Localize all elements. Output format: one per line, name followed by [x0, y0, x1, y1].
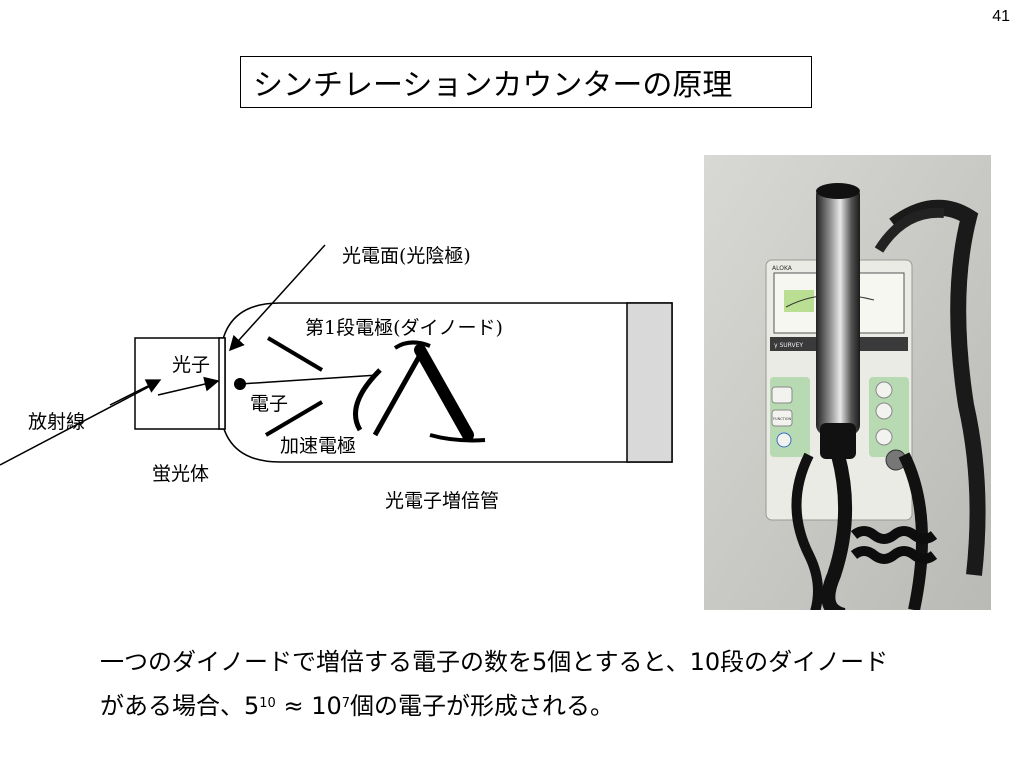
caption: 一つのダイノードで増倍する電子の数を5個とすると、10段のダイノード がある場合…: [100, 640, 980, 728]
radiation-line: [0, 381, 159, 466]
page-number: 41: [992, 8, 1010, 25]
survey-meter-photo: ALOKA γ SURVEY FUNCTION: [704, 155, 991, 622]
photon-label: 光子: [172, 354, 210, 376]
meter-model: γ SURVEY: [774, 342, 803, 349]
dynode-1: [353, 368, 382, 432]
photocathode-pointer: [228, 244, 326, 352]
caption-exponent-2: 7: [341, 696, 351, 711]
scintillator-box: [134, 337, 226, 430]
caption-line-1: 一つのダイノードで増倍する電子の数を5個とすると、10段のダイノード: [100, 648, 889, 676]
electron-label: 電子: [250, 393, 288, 415]
pmt-diagram: 光電面(光陰極) 第1段電極(ダイノード) 光子 放射線 電子 加速電極 蛍光体…: [0, 244, 673, 512]
photocathode-plate: [218, 337, 226, 430]
page-title: シンチレーションカウンターの原理: [253, 68, 733, 103]
caption-exponent-1: 10: [259, 696, 276, 711]
electron-path: [239, 374, 379, 385]
caption-line-2a: がある場合、5: [100, 692, 260, 720]
accel-electrode-label: 加速電極: [280, 435, 356, 457]
dynode-5: [429, 433, 486, 443]
dynode-2: [372, 353, 423, 437]
photocathode-label: 光電面(光陰極): [342, 245, 471, 267]
title-box: シンチレーションカウンターの原理: [240, 56, 812, 108]
accel-electrode-top: [266, 336, 324, 372]
dynode-label: 第1段電極(ダイノード): [305, 317, 503, 339]
tube-end-cap: [626, 302, 673, 463]
scintillator-label: 蛍光体: [152, 463, 209, 485]
photon-arrow: [157, 376, 220, 396]
probe-cylinder: [816, 185, 860, 435]
function-key-label: FUNCTION: [773, 417, 792, 421]
dynode-3: [414, 344, 474, 441]
accel-electrode-bottom: [264, 400, 324, 437]
radiation-label: 放射線: [28, 411, 85, 433]
radiation-arrow: [109, 379, 162, 406]
meter-brand: ALOKA: [772, 265, 793, 272]
caption-line-2: がある場合、510 ≈ 107個の電子が形成される。: [100, 684, 980, 728]
survey-meter-illustration: ALOKA γ SURVEY FUNCTION: [704, 155, 991, 622]
caption-line-2c: 個の電子が形成される。: [350, 692, 615, 720]
dynode-4: [393, 340, 431, 350]
pmt-label: 光電子増倍管: [385, 490, 499, 512]
caption-line-2b: ≈ 10: [275, 692, 342, 720]
